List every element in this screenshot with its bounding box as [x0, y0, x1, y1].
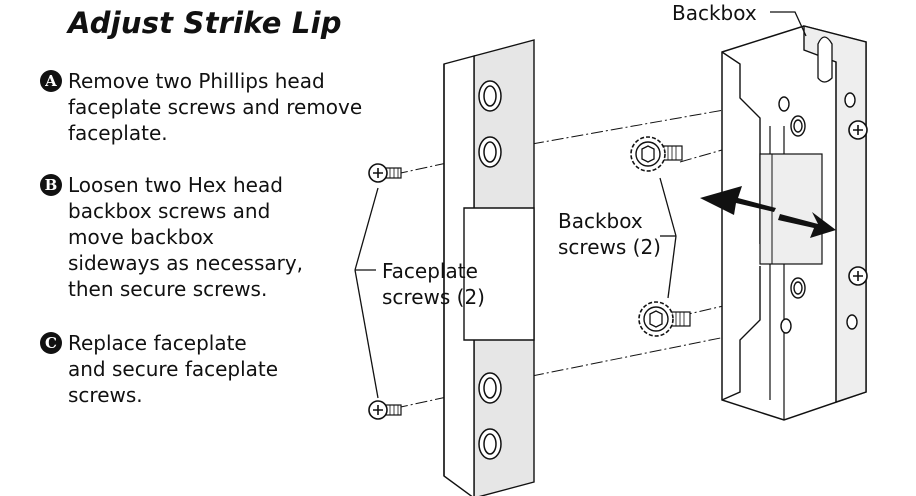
step-a-text: Remove two Phillips head faceplate screw…: [68, 68, 362, 146]
backbox-screws-label-line: screws (2): [558, 235, 661, 259]
step-a-line: faceplate.: [68, 121, 168, 145]
right-arrow-icon: [778, 212, 836, 238]
step-b-line: backbox screws and: [68, 199, 271, 223]
hex-screw-icon: [630, 136, 683, 172]
backbox-screws-label: Backbox screws (2): [558, 208, 661, 260]
backbox-leader: [770, 11, 807, 37]
hex-screw-icon: [638, 301, 691, 337]
step-c-line: Replace faceplate: [68, 331, 247, 355]
step-b-text: Loosen two Hex head backbox screws and m…: [68, 172, 303, 302]
page-title: Adjust Strike Lip: [68, 6, 342, 40]
phillips-screw-icon: [368, 400, 402, 420]
step-c-badge: C: [40, 332, 62, 354]
step-c-text: Replace faceplate and secure faceplate s…: [68, 330, 278, 408]
left-arrow-icon: [700, 186, 776, 215]
step-b-line: sideways as necessary,: [68, 251, 304, 275]
backbox-screws-leader: [659, 177, 677, 299]
step-b-line: then secure screws.: [68, 277, 268, 301]
faceplate: [443, 39, 535, 496]
faceplate-screws-label: Faceplate screws (2): [382, 258, 485, 310]
step-c-line: screws.: [68, 383, 143, 407]
backbox-label: Backbox: [672, 1, 757, 25]
step-b-line: Loosen two Hex head: [68, 173, 283, 197]
step-c-line: and secure faceplate: [68, 357, 279, 381]
step-b-line: move backbox: [68, 225, 214, 249]
faceplate-screws-label-line: screws (2): [382, 285, 485, 309]
backbox-screws-label-line: Backbox: [558, 209, 643, 233]
phillips-screw-icon: [368, 163, 402, 183]
step-b-badge: B: [40, 174, 62, 196]
step-a-badge: A: [40, 70, 62, 92]
faceplate-screws-label-line: Faceplate: [382, 259, 478, 283]
faceplate-screws-leader: [354, 187, 379, 399]
step-a-line: faceplate screws and remove: [68, 95, 363, 119]
step-a-line: Remove two Phillips head: [68, 69, 325, 93]
